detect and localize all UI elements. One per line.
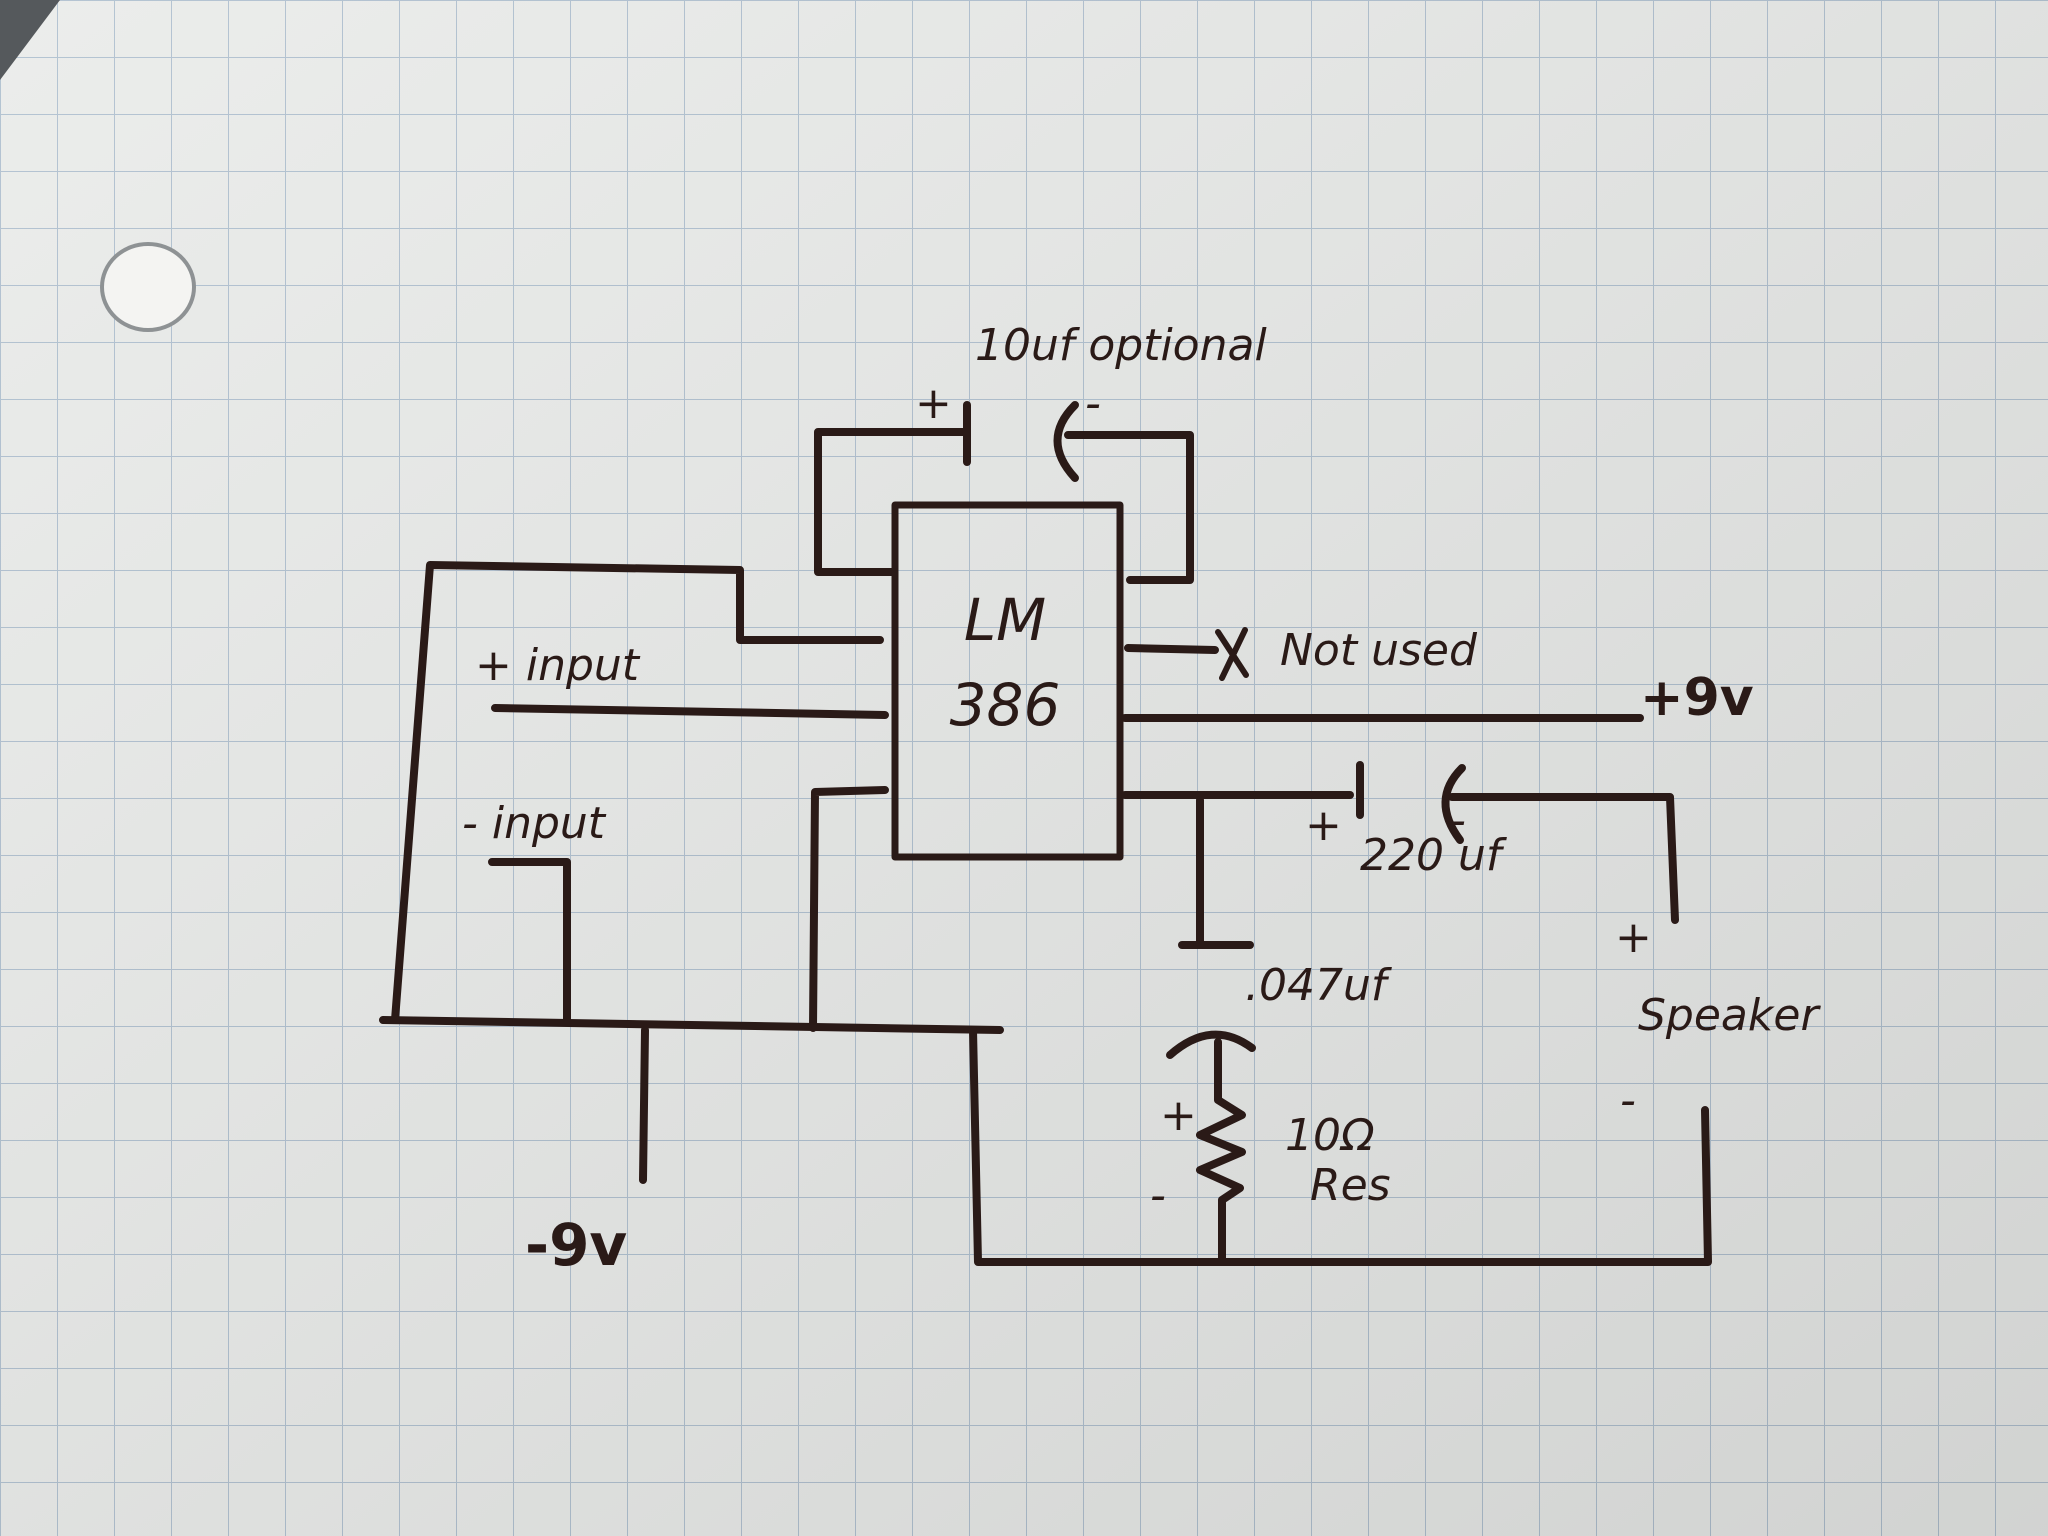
binder-hole: [100, 242, 196, 332]
cap-small-label: .047uf: [1245, 960, 1393, 1011]
minus-9v-label: -9v: [525, 1211, 627, 1279]
desk-corner: [0, 0, 60, 80]
cap-out-minus-sign: -: [1450, 795, 1466, 846]
not-used-x-mark: [1215, 627, 1249, 681]
res-value-label: 10Ω: [1285, 1110, 1375, 1161]
wire-cap-top-left: [814, 428, 969, 576]
wire-chip-ground: [809, 786, 889, 1032]
cap-out-label: 220 uf: [1360, 830, 1508, 881]
wire-cap-top-right: [1064, 431, 1194, 584]
speaker-plus-sign: +: [1615, 912, 1652, 963]
schematic-wires: [379, 401, 1712, 1266]
res-minus-sign: -: [1150, 1170, 1166, 1221]
cap-top-label: 10uf optional: [975, 320, 1267, 371]
plus-input-label: + input: [475, 640, 641, 691]
wire-return-bottom: [969, 1026, 1712, 1266]
minus-input-label: - input: [462, 798, 607, 849]
speaker-minus-sign: -: [1620, 1075, 1636, 1126]
wire-minus-9v: [639, 1026, 649, 1184]
res-plus-sign: +: [1160, 1090, 1197, 1141]
chip-label-386: 386: [950, 671, 1061, 739]
not-used-label: Not used: [1280, 625, 1478, 676]
small-cap-plate-bottom: [1166, 1030, 1256, 1059]
plus-9v-label: +9v: [1640, 668, 1754, 728]
res-label: Res: [1310, 1160, 1391, 1211]
cap-out-minus-plate: [1441, 764, 1466, 844]
wire-minus-input: [488, 858, 571, 1024]
cap-top-minus-sign: -: [1085, 378, 1101, 429]
cap-top-minus-plate: [1053, 401, 1079, 482]
speaker-label: Speaker: [1638, 990, 1821, 1041]
wire-cap-to-speaker: [1448, 793, 1679, 924]
wire-not-used: [1124, 644, 1219, 654]
cap-top-plus-sign: +: [915, 378, 952, 429]
wire-left-loop: [391, 561, 884, 1024]
lm386-chip-body: [891, 501, 1124, 861]
resistor-zigzag: [1196, 1038, 1246, 1266]
cap-out-plus-sign: +: [1305, 800, 1342, 851]
wire-ground-bottom: [379, 1016, 1004, 1034]
chip-label-lm: LM: [964, 586, 1046, 654]
wire-plus-input: [491, 704, 889, 719]
